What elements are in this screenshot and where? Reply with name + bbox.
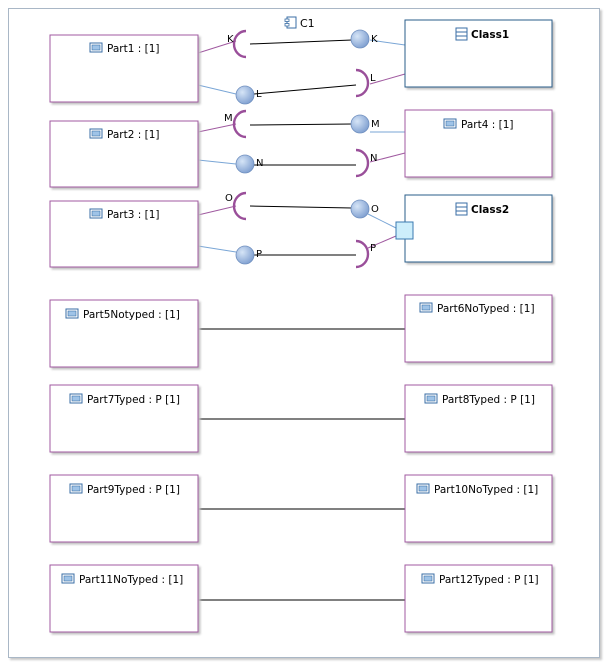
link-part3-o (197, 205, 237, 216)
component-title-text: C1 (300, 17, 315, 30)
socket-k-part1 (232, 29, 247, 59)
link-class1-k (369, 39, 406, 46)
ball-o (350, 199, 370, 219)
socket-l-class1 (355, 68, 370, 98)
link-part1-l (197, 84, 237, 95)
part9-label: Part9Typed : P [1] (87, 484, 180, 496)
part1-box[interactable]: Part1 : [1] (49, 34, 199, 103)
part7-label: Part7Typed : P [1] (87, 394, 180, 406)
link-part2-n (197, 159, 237, 165)
socket-o-part3 (232, 191, 247, 221)
part-icon (421, 573, 435, 584)
class1-box[interactable]: Class1 (404, 19, 553, 88)
part3-label: Part3 : [1] (107, 209, 160, 221)
socket-n-part4 (355, 148, 370, 178)
part9-box[interactable]: Part9Typed : P [1] (49, 474, 199, 543)
part4-label: Part4 : [1] (461, 119, 514, 131)
part-icon (416, 483, 430, 494)
class2-port[interactable] (395, 221, 414, 240)
label-o-left: O (225, 193, 233, 204)
part-icon (89, 208, 103, 219)
class2-box[interactable]: Class2 (404, 194, 553, 263)
link-part2-m (197, 123, 237, 133)
link-class1-l (369, 73, 406, 85)
part-boxes: Part1 : [1] Part2 : [1] Part3 : [1] Clas… (49, 19, 553, 633)
label-p-left: P (256, 249, 262, 260)
label-o-right: O (371, 204, 379, 215)
connector-k (249, 39, 353, 45)
part12-label: Part12Typed : P [1] (439, 574, 539, 586)
class-icon (455, 202, 468, 216)
part5-box[interactable]: Part5Notyped : [1] (49, 299, 199, 368)
part-icon (424, 393, 438, 404)
label-k-left: K (227, 34, 234, 45)
link-port-p (367, 235, 397, 249)
socket-p-class2 (355, 239, 370, 269)
connector-o (249, 205, 353, 209)
part6-label: Part6NoTyped : [1] (437, 303, 535, 315)
required-sockets (232, 29, 370, 269)
label-l-left: L (256, 89, 262, 100)
part-connectors (198, 328, 405, 601)
part-icon (89, 128, 103, 139)
link-port-o (367, 213, 397, 229)
ball-l (235, 85, 255, 105)
ball-p (235, 245, 255, 265)
part2-label: Part2 : [1] (107, 129, 160, 141)
part-icon (89, 42, 103, 53)
class2-label: Class2 (471, 204, 509, 216)
ball-n (235, 154, 255, 174)
class1-label: Class1 (471, 29, 509, 41)
part2-box[interactable]: Part2 : [1] (49, 120, 199, 188)
part6-box[interactable]: Part6NoTyped : [1] (404, 294, 553, 363)
link-part3-p (197, 245, 237, 253)
part12-box[interactable]: Part12Typed : P [1] (404, 564, 553, 633)
connector-m (249, 123, 353, 126)
label-n-left: N (256, 158, 263, 169)
label-p-right: P (370, 243, 376, 254)
part4-box[interactable]: Part4 : [1] (404, 109, 553, 178)
part-icon (61, 573, 75, 584)
interface-labels: K K L L M M N N O O P P (224, 34, 380, 260)
part-icon (443, 118, 457, 129)
link-part1-k (197, 40, 237, 54)
ball-m (350, 114, 370, 134)
part8-box[interactable]: Part8Typed : P [1] (404, 384, 553, 453)
part10-label: Part10NoTyped : [1] (434, 484, 538, 496)
class-icon (455, 27, 468, 41)
socket-m-part2 (232, 109, 247, 139)
link-part4-n (369, 152, 406, 163)
label-m-right: M (371, 119, 380, 130)
connector-l (253, 84, 357, 95)
ball-k (350, 29, 370, 49)
label-m-left: M (224, 113, 233, 124)
part-icon (65, 308, 79, 319)
part7-box[interactable]: Part7Typed : P [1] (49, 384, 199, 453)
part1-label: Part1 : [1] (107, 43, 160, 55)
part-icon (69, 393, 83, 404)
label-k-right: K (371, 34, 378, 45)
part5-label: Part5Notyped : [1] (83, 309, 180, 321)
part11-label: Part11NoTyped : [1] (79, 574, 183, 586)
label-l-right: L (370, 73, 376, 84)
part-icon (419, 302, 433, 313)
interface-links (197, 39, 406, 253)
part3-box[interactable]: Part3 : [1] (49, 200, 199, 268)
label-n-right: N (370, 153, 377, 164)
part10-box[interactable]: Part10NoTyped : [1] (404, 474, 553, 543)
part8-label: Part8Typed : P [1] (442, 394, 535, 406)
provided-balls (235, 29, 370, 265)
part11-box[interactable]: Part11NoTyped : [1] (49, 564, 199, 633)
part-icon (69, 483, 83, 494)
assembly-connectors (249, 39, 357, 256)
component-icon (284, 16, 297, 29)
component-title: C1 (284, 16, 315, 30)
